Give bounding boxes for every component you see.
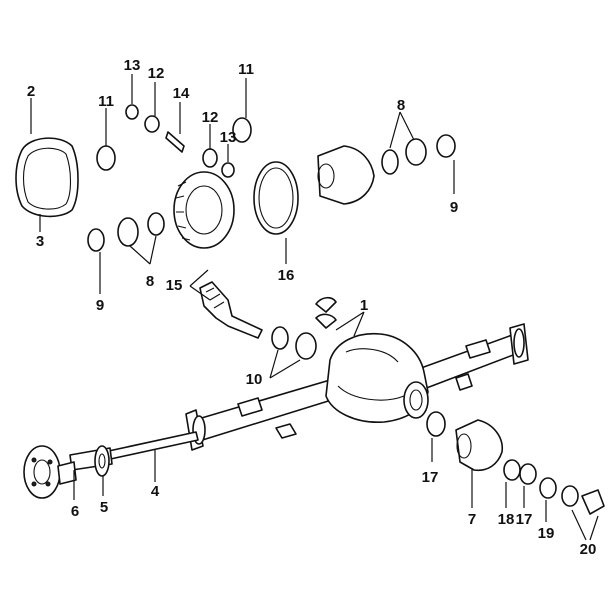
callout-7: 7 <box>468 511 476 528</box>
callout-12-lower: 12 <box>202 109 219 126</box>
callout-labels: 1 2 3 4 5 6 7 8 8 9 9 10 11 11 12 12 13 … <box>27 57 597 558</box>
differential-case-lower <box>455 419 503 472</box>
leader-lines <box>30 74 599 541</box>
callout-17-left: 17 <box>422 469 439 486</box>
callout-4: 4 <box>151 483 160 500</box>
callout-13-upper: 13 <box>124 57 141 74</box>
pinion-bearings <box>271 296 337 360</box>
axle-shaft <box>69 431 199 471</box>
callout-13-lower: 13 <box>220 129 237 146</box>
callout-16: 16 <box>278 267 295 284</box>
callout-3: 3 <box>36 233 44 250</box>
axle-housing <box>185 323 529 451</box>
differential-case-upper <box>317 145 375 205</box>
differential-gears <box>96 104 252 178</box>
callout-19: 19 <box>538 525 555 542</box>
ring-gear <box>173 171 235 249</box>
bearing-set-lower <box>87 212 165 252</box>
callout-1: 1 <box>360 297 368 314</box>
differential-cover <box>15 137 79 218</box>
callout-10: 10 <box>246 371 263 388</box>
callout-18: 18 <box>498 511 515 528</box>
pinion-gear <box>199 281 263 339</box>
axle-seal-housing <box>426 411 446 437</box>
callout-8-upper: 8 <box>397 97 405 114</box>
callout-8-lower: 8 <box>146 273 154 290</box>
bearing-set-upper <box>381 134 456 175</box>
callout-11-right: 11 <box>238 61 254 78</box>
axle-bearing <box>94 445 110 477</box>
callout-2: 2 <box>27 83 35 100</box>
callout-20: 20 <box>580 541 597 558</box>
callout-6: 6 <box>71 503 79 520</box>
right-bearing-stack <box>503 459 605 515</box>
callout-9-lower: 9 <box>96 297 104 314</box>
callout-15: 15 <box>166 277 183 294</box>
callout-9-upper: 9 <box>450 199 458 216</box>
seal-ring <box>253 161 299 235</box>
callout-12-upper: 12 <box>148 65 165 82</box>
callout-11-left: 11 <box>98 93 114 110</box>
callout-5: 5 <box>100 499 108 516</box>
callout-14: 14 <box>173 85 190 102</box>
callout-17-right: 17 <box>516 511 533 528</box>
wheel-flange <box>23 445 77 499</box>
